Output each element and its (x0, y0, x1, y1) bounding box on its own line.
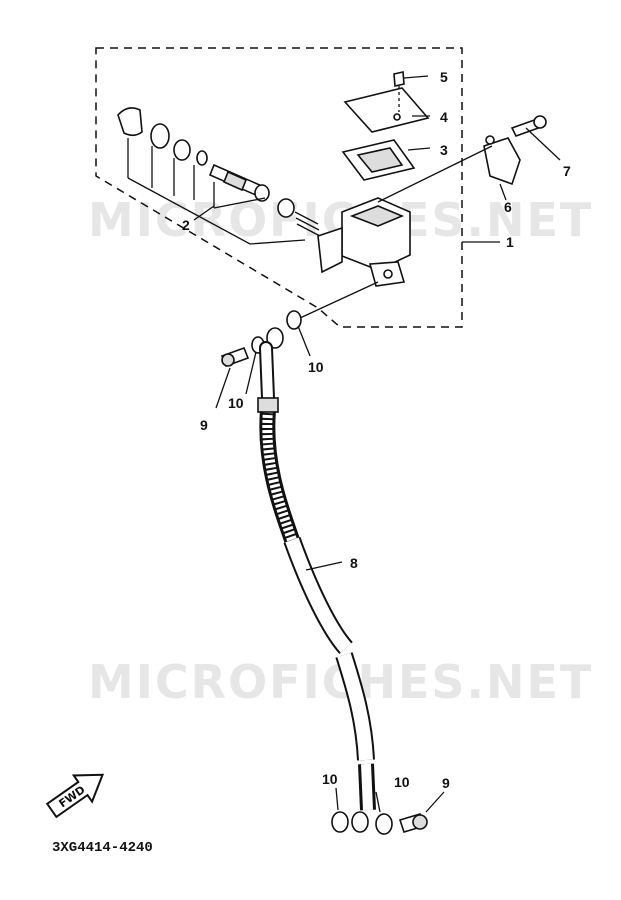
brake-hose (257, 341, 376, 811)
forward-arrow-icon: FWD (45, 773, 105, 819)
reservoir-opening (349, 205, 405, 227)
holder (483, 137, 521, 186)
callout-7: 7 (563, 163, 571, 179)
union-bolt-lower-head (412, 814, 428, 830)
piston-cup (254, 184, 270, 202)
callout-3: 3 (440, 142, 448, 158)
callout-5: 5 (440, 69, 448, 85)
outlet-port (383, 269, 393, 279)
secondary-cup (277, 198, 295, 218)
seal-ring (173, 139, 191, 161)
holder-screw-head (533, 115, 547, 129)
kit-leader-lines (127, 138, 215, 208)
banjo-eye-lower (351, 811, 369, 833)
holder-hole (485, 135, 495, 145)
washer-lower-right (375, 813, 393, 835)
bolt-axis-upper (299, 281, 379, 319)
callout-8: 8 (350, 555, 358, 571)
return-spring (294, 211, 321, 237)
washer-upper-right (286, 310, 302, 330)
cap-screw-hole (393, 113, 401, 121)
circlip (150, 123, 170, 149)
diaphragm-center (356, 147, 404, 173)
union-bolt-upper-head (221, 353, 235, 367)
callout-6: 6 (504, 199, 512, 215)
o-ring (196, 150, 208, 166)
cap-screw (393, 71, 405, 87)
banjo-eye-upper (266, 327, 284, 349)
callout-10-lower-right: 10 (394, 774, 410, 790)
master-cylinder (317, 197, 411, 287)
reservoir-cap (343, 87, 430, 133)
callout-10-upper-right: 10 (308, 359, 324, 375)
callout-9-lower: 9 (442, 775, 450, 791)
part-code: 3XG4414-4240 (52, 840, 153, 856)
assembly-boundary (95, 47, 463, 328)
callout-4: 4 (440, 109, 448, 125)
cylinder-bore (317, 226, 343, 274)
callout-9-upper: 9 (200, 417, 208, 433)
callout-10-upper-left: 10 (228, 395, 244, 411)
callout-10-lower-left: 10 (322, 771, 338, 787)
callout-leader-lines (193, 75, 561, 813)
washer-lower-left (331, 811, 349, 833)
callout-1: 1 (506, 234, 514, 250)
kit-bracket-line (127, 177, 306, 245)
callout-2: 2 (182, 217, 190, 233)
piston-body (222, 170, 248, 192)
piston-kit-group (117, 107, 321, 245)
dust-boot (117, 107, 143, 137)
